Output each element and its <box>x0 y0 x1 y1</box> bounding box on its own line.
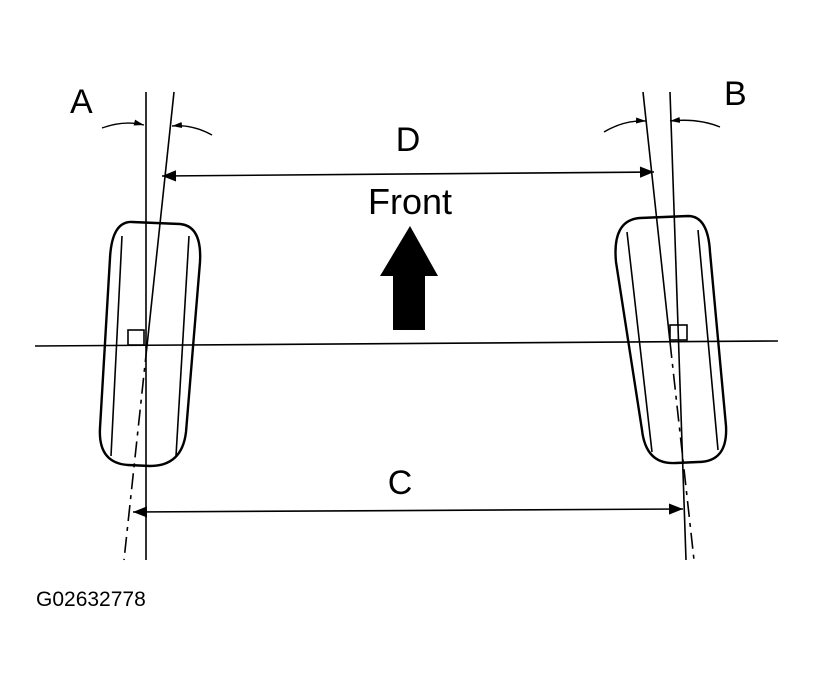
dimension-d-line <box>161 166 655 182</box>
front-label: Front <box>368 181 452 222</box>
left-wheel <box>98 220 202 468</box>
dimension-d-label: D <box>396 121 421 159</box>
left-tire-tread-line <box>110 235 123 457</box>
left-tire-tread-line <box>175 235 190 457</box>
angle-b-label: B <box>724 75 747 113</box>
front-direction-arrow <box>380 226 438 330</box>
left-wheel-centerline <box>146 91 175 347</box>
left-right-angle-mark <box>127 329 145 346</box>
right-tire-tread-line <box>626 231 653 453</box>
figure-code: G02632778 <box>36 588 146 611</box>
right-wheel-centerline-dashed <box>669 341 695 561</box>
right-wheel-centerline <box>642 91 671 343</box>
right-vertical-reference <box>669 91 687 561</box>
angle-b-arc <box>603 117 647 133</box>
angle-a-label: A <box>70 83 93 121</box>
angle-b-arc <box>669 116 721 128</box>
right-tire-outline <box>614 214 728 465</box>
axle-centerline <box>34 340 779 347</box>
right-tire-tread-line <box>697 229 719 451</box>
left-wheel-centerline-dashed <box>123 345 148 561</box>
left-tire-outline <box>98 220 202 468</box>
dimension-c-line <box>132 503 684 518</box>
dimension-c-label: C <box>388 464 413 502</box>
angle-a-arc <box>171 122 213 136</box>
right-wheel <box>614 214 728 465</box>
angle-a-arc <box>101 119 145 129</box>
